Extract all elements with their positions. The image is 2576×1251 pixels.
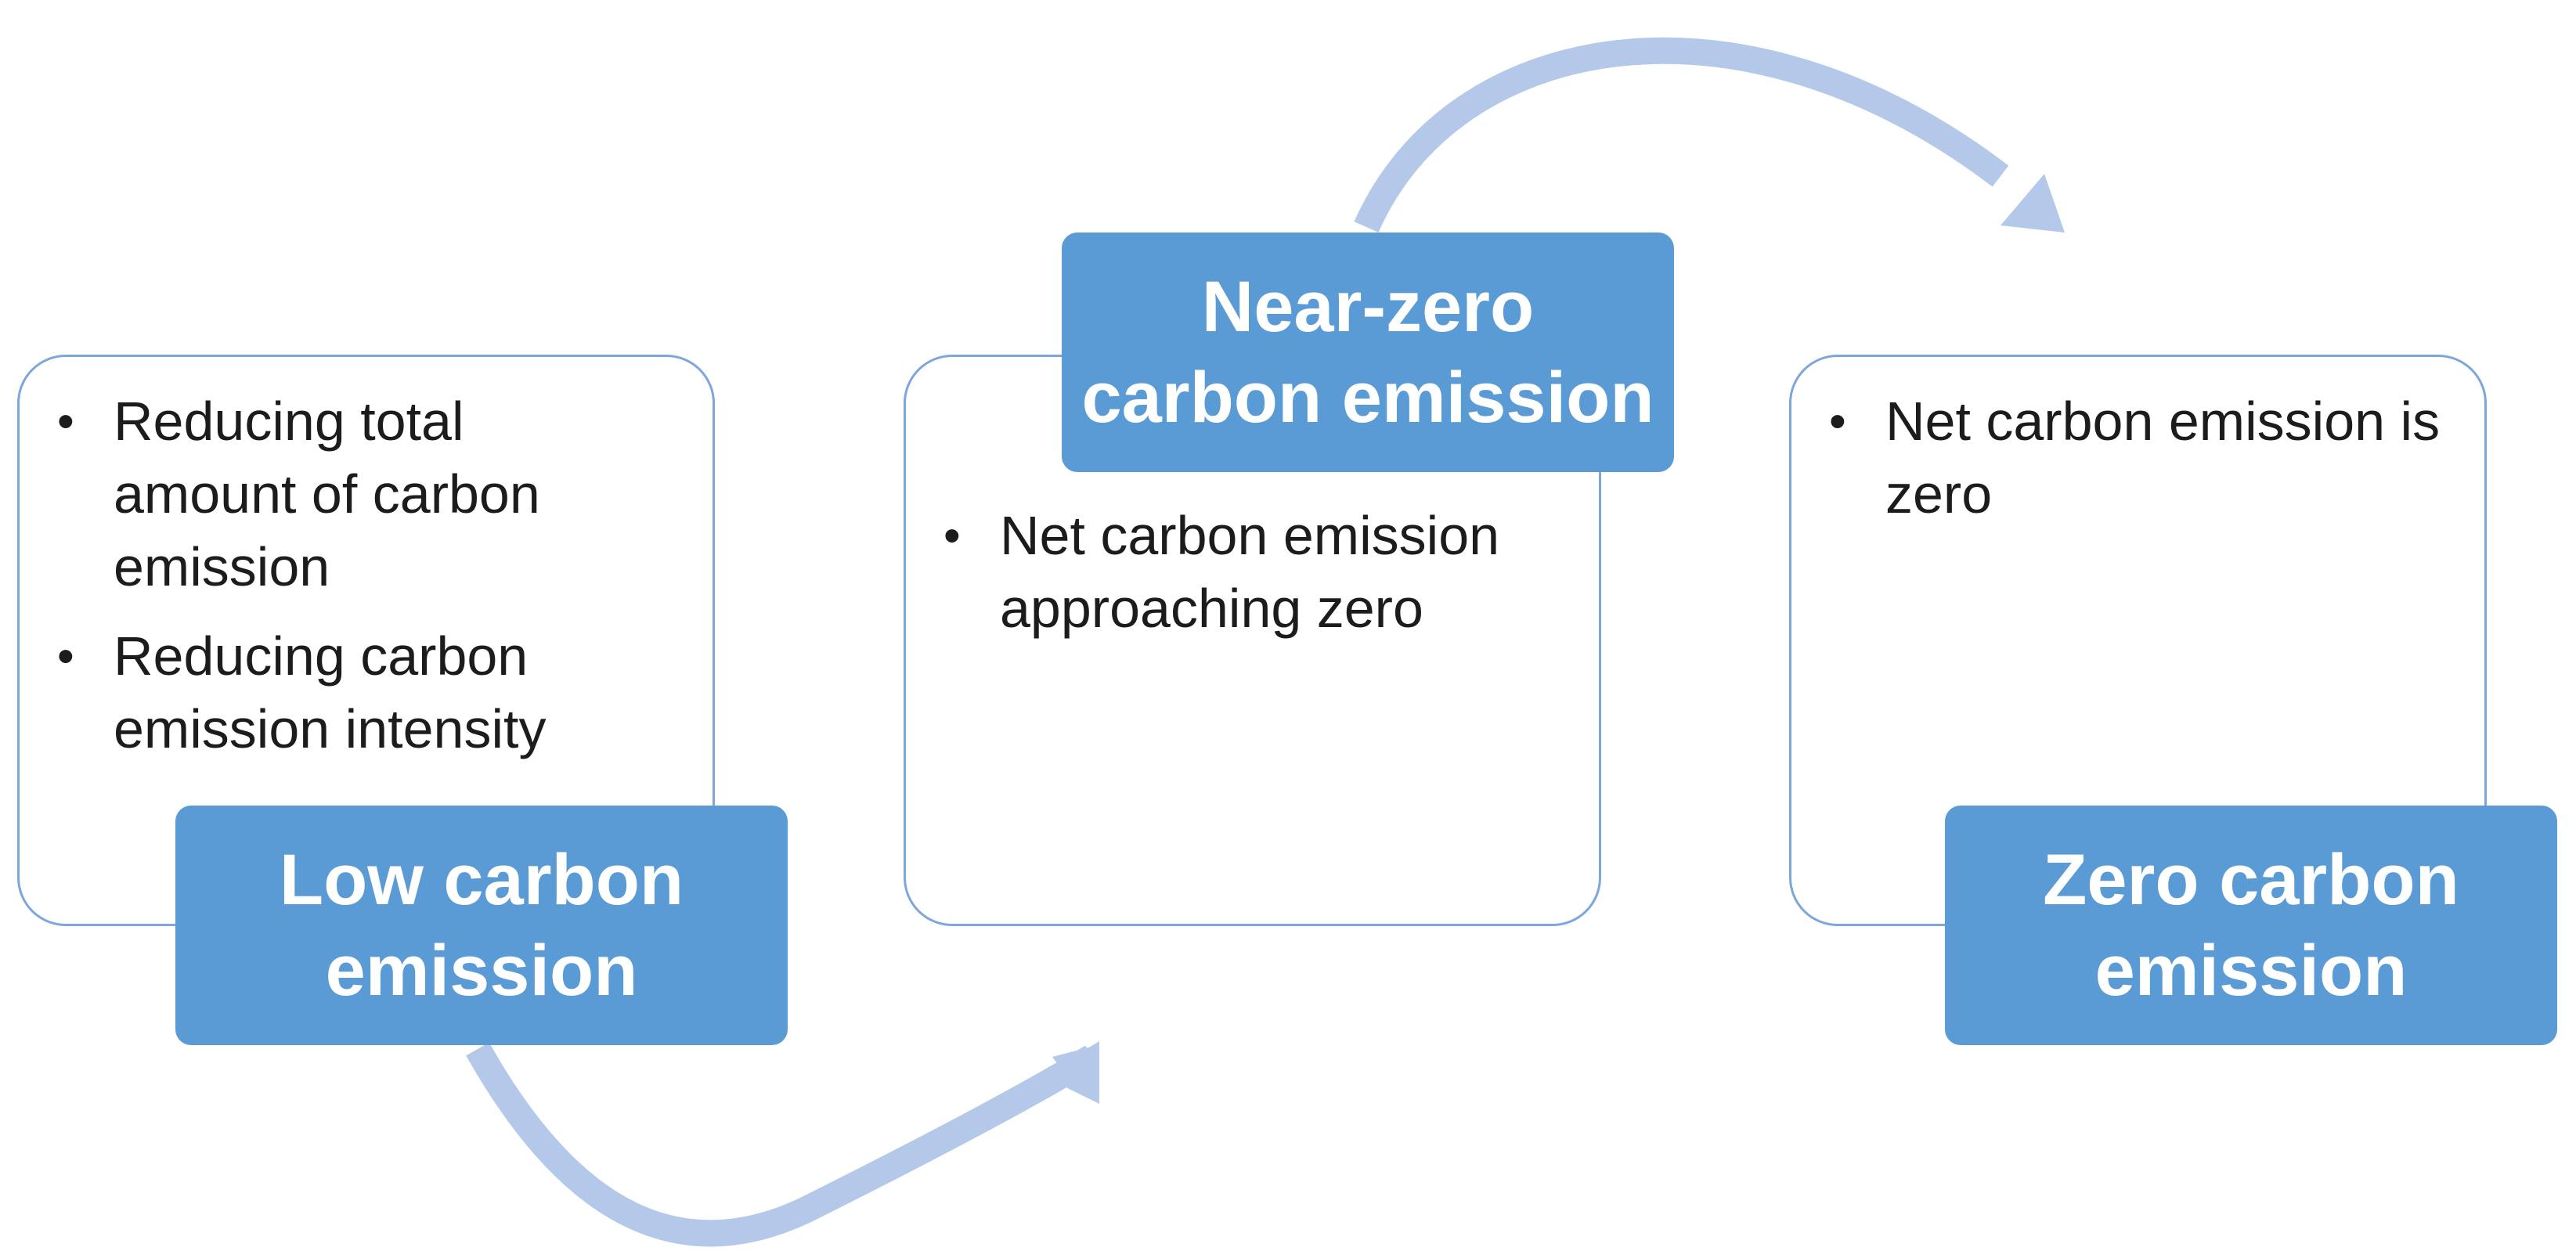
stage-1-bullet-2: Reducing carbon emission intensity: [37, 620, 695, 766]
stage-1-title: Low carbon emission: [175, 806, 788, 1045]
title-line: carbon emission: [1081, 358, 1654, 438]
bullet-line: amount of carbon: [114, 463, 540, 525]
stage-1-bullet-1: Reducing total amount of carbon emission: [37, 385, 695, 604]
title-line: emission: [325, 931, 638, 1011]
stage-1-bullets: Reducing total amount of carbon emission…: [37, 385, 695, 782]
bullet-line: Net carbon emission is: [1885, 391, 2441, 452]
bullet-line: emission: [114, 536, 330, 597]
bullet-line: emission intensity: [114, 698, 547, 759]
stage-3-bullet-1: Net carbon emission is zero: [1809, 385, 2466, 531]
stage-2-title: Near-zero carbon emission: [1062, 233, 1674, 472]
bullet-line: approaching zero: [1000, 578, 1423, 639]
curved-arrow-icon: [466, 1041, 1099, 1247]
stage-1-card: Reducing total amount of carbon emission…: [17, 355, 715, 926]
bullet-line: Reducing carbon: [114, 626, 529, 687]
bullet-line: Net carbon emission: [1000, 505, 1500, 566]
stage-2-bullet-1: Net carbon emission approaching zero: [923, 499, 1581, 645]
curved-arrow-icon: [1354, 37, 2065, 233]
stage-3-title-text: Zero carbon emission: [2043, 835, 2459, 1016]
stage-3-bullets: Net carbon emission is zero: [1809, 385, 2466, 547]
stage-1-title-text: Low carbon emission: [280, 835, 684, 1016]
stage-3-title: Zero carbon emission: [1945, 806, 2557, 1045]
bullet-line: zero: [1885, 463, 1993, 525]
title-line: Zero carbon: [2043, 840, 2459, 920]
bullet-line: Reducing total: [114, 391, 464, 452]
title-line: Low carbon: [279, 840, 684, 920]
stage-2-title-text: Near-zero carbon emission: [1081, 261, 1654, 443]
title-line: Near-zero: [1201, 267, 1535, 347]
stage-2-bullets: Net carbon emission approaching zero: [923, 499, 1581, 662]
title-line: emission: [2094, 931, 2408, 1011]
